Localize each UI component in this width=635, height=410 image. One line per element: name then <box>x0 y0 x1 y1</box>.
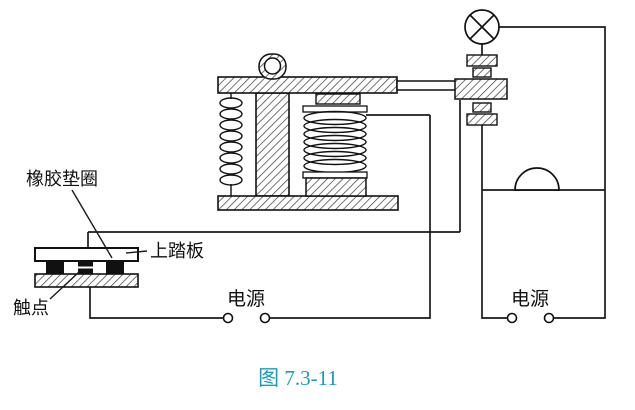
armature-insulated-rod <box>396 80 458 91</box>
relay-armature-bar <box>217 76 398 94</box>
circuit-wires <box>87 26 606 319</box>
power-source-right-terminals <box>506 312 555 324</box>
relay-contact-stack <box>466 54 498 126</box>
rubber-gasket-right <box>106 261 124 274</box>
fixed-contact-bottom-narrow <box>472 102 492 113</box>
relay-column <box>255 92 290 197</box>
armature-contact-block <box>454 78 508 100</box>
label-power-right: 电源 <box>511 288 549 310</box>
label-rubber-gasket: 橡胶垫圈 <box>26 169 98 189</box>
label-contact-point: 触点 <box>13 298 49 318</box>
return-spring <box>219 93 243 196</box>
leader-contact-point <box>49 271 80 300</box>
contact-lower <box>78 268 93 274</box>
relay-assembly <box>217 53 508 211</box>
coil-flange-bottom <box>302 171 368 179</box>
rubber-gasket-left <box>46 261 64 274</box>
relay-base-plate <box>217 195 399 211</box>
electromagnet-coil <box>303 110 367 174</box>
label-upper-pedal: 上踏板 <box>150 241 204 261</box>
bell-icon <box>514 167 560 191</box>
lamp-icon <box>464 9 500 45</box>
pedal-switch <box>34 247 139 288</box>
terminal-right-b <box>543 312 555 324</box>
contact-upper <box>78 261 93 267</box>
coil-core-base <box>305 177 367 197</box>
power-source-left-terminals <box>222 312 271 324</box>
pivot-pin <box>263 57 282 75</box>
label-power-left: 电源 <box>227 288 265 310</box>
terminal-right-a <box>506 312 518 324</box>
wire-right-power <box>499 26 606 319</box>
pedal-top-plate <box>34 247 139 262</box>
pedal-base-plate <box>34 273 139 288</box>
leader-rubber-gasket <box>71 189 113 259</box>
wire-contact-down <box>481 125 508 319</box>
leader-lines <box>49 189 148 300</box>
armature-iron-pad <box>315 93 361 105</box>
wire-pedal-bottom-stem <box>89 287 224 319</box>
figure-caption: 图 7.3-11 <box>258 366 338 390</box>
fixed-contact-bottom-wide <box>466 113 498 126</box>
terminal-left-b <box>259 312 271 324</box>
leader-upper-pedal <box>125 250 148 254</box>
fixed-contact-top-narrow <box>472 67 492 78</box>
fixed-contact-top-wide <box>466 54 498 67</box>
wire-coil-to-power <box>269 115 431 319</box>
terminal-left-a <box>222 312 234 324</box>
